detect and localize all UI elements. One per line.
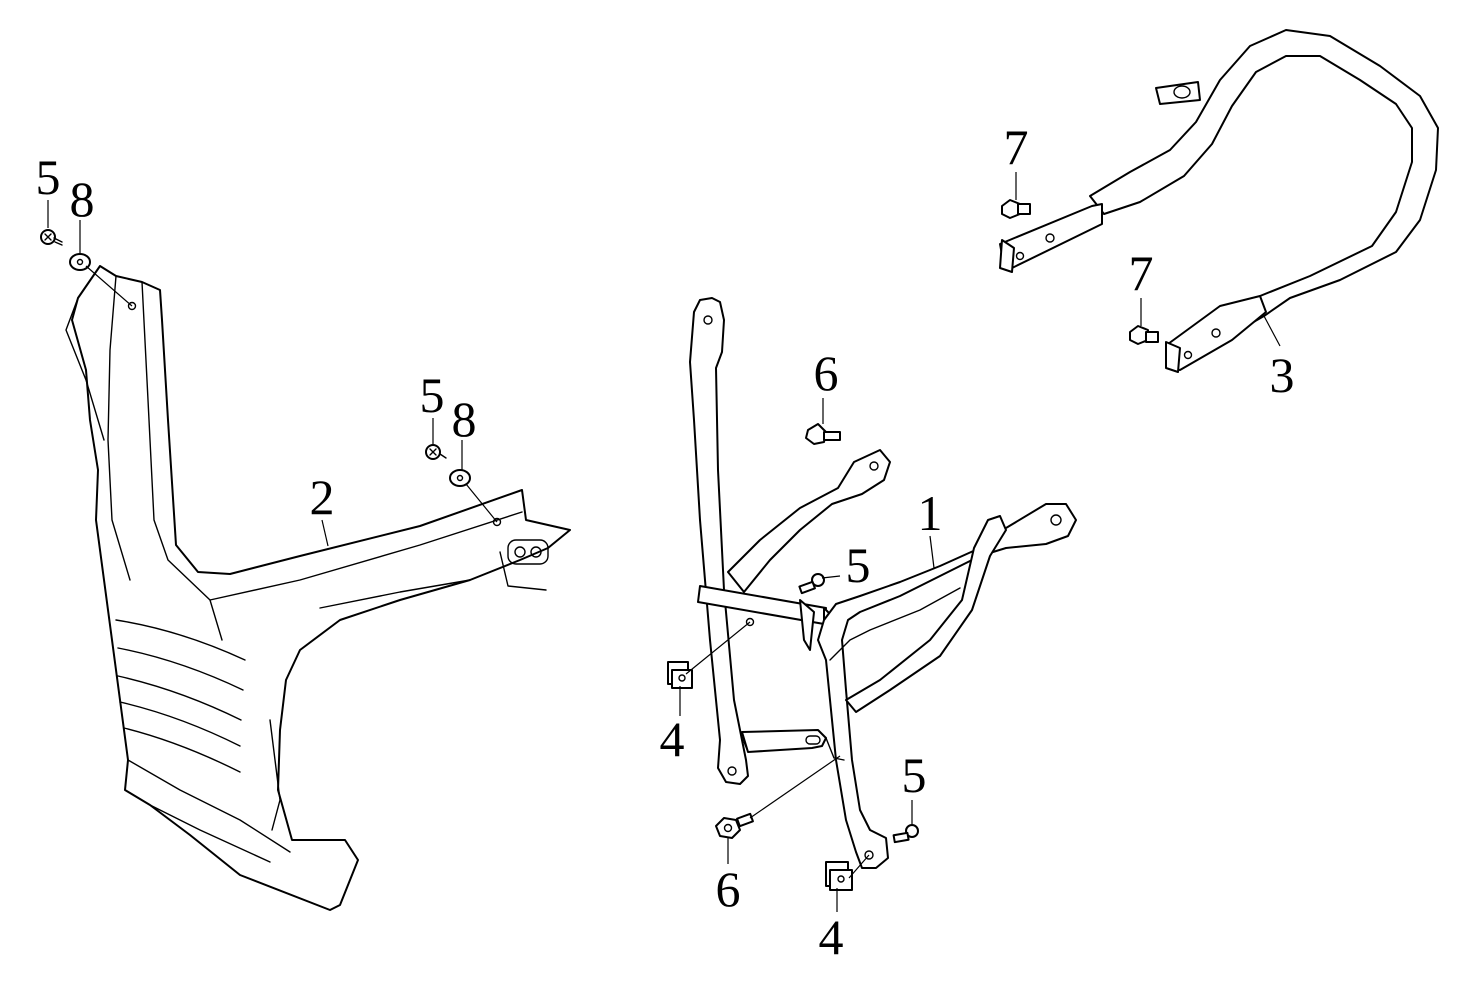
callout-part-8-b: 8	[452, 391, 477, 447]
callout-part-5-d: 5	[902, 747, 927, 803]
callout-part-5-a: 5	[36, 149, 61, 205]
callout-part-8-a: 8	[70, 171, 95, 227]
part-7-bolt-b	[1129, 325, 1159, 345]
part-4-clip-nut-b	[825, 861, 853, 891]
callout-part-6-b: 6	[716, 861, 741, 917]
callout-part-7-b: 7	[1129, 245, 1154, 301]
callout-part-5-c: 5	[846, 537, 871, 593]
callout-part-4-a: 4	[660, 711, 685, 767]
leader-lines	[47, 172, 1281, 912]
callout-part-7-a: 7	[1004, 119, 1029, 175]
part-8-washer-b	[449, 469, 471, 487]
callout-part-4-b: 4	[819, 909, 844, 965]
part-3-rear-handle	[999, 29, 1439, 373]
part-4-clip-nut-a	[667, 661, 693, 689]
part-5-screw-c	[798, 573, 825, 595]
part-1-front-frame	[689, 297, 1077, 869]
callout-part-2: 2	[310, 469, 335, 525]
part-5-screw-d	[892, 824, 919, 844]
callout-part-3: 3	[1270, 347, 1295, 403]
callout-numbers: 5 8 2 5 8 6 1 5 4 6 5 4 7 7 3	[36, 119, 1295, 965]
part-7-bolt-a	[1001, 199, 1031, 219]
callout-part-6-a: 6	[814, 345, 839, 401]
part-6-bolt-b	[715, 812, 754, 839]
part-5-screw-b	[425, 444, 447, 460]
callout-part-5-b: 5	[420, 367, 445, 423]
part-6-bolt-a	[805, 423, 841, 445]
part-2-front-cover	[65, 265, 571, 911]
callout-part-1: 1	[918, 485, 943, 541]
part-5-screw-a	[40, 229, 63, 246]
